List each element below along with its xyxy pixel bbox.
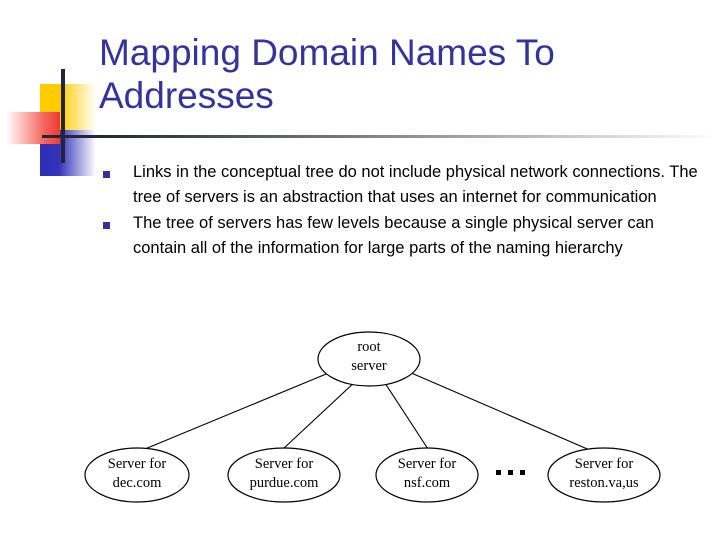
square-bullet-icon [103,171,110,178]
edge-root-to-nsf [382,379,429,450]
nsf-node-shape [375,447,479,503]
dec-node-label-line1: Server for [108,456,167,472]
vertical-rule [61,69,65,163]
edge-root-to-purdue [282,379,358,450]
list-item-text: Links in the conceptual tree do not incl… [133,163,698,206]
tree-node-root: root server [317,331,421,387]
page-title: Mapping Domain Names To Addresses [99,32,555,116]
bullet-list: Links in the conceptual tree do not incl… [99,160,699,262]
red-swatch-icon [6,112,60,144]
server-tree-diagram: root server Server for dec.com Server fo… [0,318,720,540]
tree-node-dec: Server for dec.com [84,447,190,503]
reston-node-label-line1: Server for [575,456,634,472]
edge-root-to-dec [144,371,332,450]
nsf-node-label-line2: nsf.com [404,475,451,491]
tree-node-reston: Server for reston.va,us [547,447,661,503]
tree-node-purdue: Server for purdue.com [227,447,341,503]
horizontal-rule [42,135,718,138]
ellipsis-icon [496,470,525,475]
root-node-shape [317,331,421,387]
root-node-label-line1: root [357,339,380,355]
purdue-node-label-line1: Server for [255,456,314,472]
reston-node-label-line2: reston.va,us [569,475,639,491]
reston-node-shape [547,447,661,503]
edge-root-to-reston [408,371,593,452]
tree-edges [144,371,593,452]
list-item: Links in the conceptual tree do not incl… [99,160,699,209]
square-bullet-icon [103,222,110,229]
root-node-label-line2: server [351,358,387,374]
dec-node-label-line2: dec.com [113,475,162,491]
list-item: The tree of servers has few levels becau… [99,211,699,260]
nsf-node-label-line1: Server for [398,456,457,472]
purdue-node-label-line2: purdue.com [250,475,320,491]
list-item-text: The tree of servers has few levels becau… [133,214,654,257]
purdue-node-shape [227,447,341,503]
tree-node-nsf: Server for nsf.com [375,447,479,503]
dec-node-shape [84,447,190,503]
